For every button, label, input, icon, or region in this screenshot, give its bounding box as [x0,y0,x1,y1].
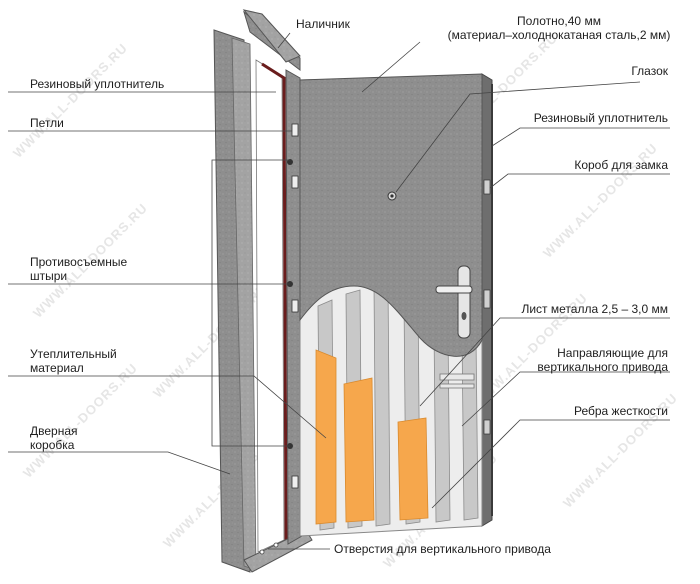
label-rubber-seal-left: Резиновый уплотнитель [30,77,165,91]
hinge-icon [291,175,299,189]
door-leaf [299,73,493,537]
label-frame-line1: Дверная [30,424,78,438]
door-handle-icon [435,265,473,339]
label-insulation: Утеплительный материал [30,347,117,375]
label-door-frame: Дверная коробка [30,424,78,452]
label-hinges: Петли [30,116,64,130]
insulation-material [315,349,429,525]
lock-box [483,179,491,435]
label-frame-line2: коробка [30,438,75,452]
leader-lines [8,32,670,550]
label-leaf-line2: (материал–холоднокатаная сталь,2 мм) [447,28,671,42]
label-guides-line2: вертикального привода [537,360,668,374]
front-steel-sheet [299,73,483,357]
label-anti-removal-pins: Противосъемные штыри [30,255,127,283]
hinge-icon [291,299,299,313]
label-insulation-line1: Утеплительный [30,347,117,361]
label-pins-line1: Противосъемные [30,255,128,269]
vertical-drive-guides [439,373,475,389]
label-stiffening-ribs: Ребра жесткости [573,404,668,418]
label-drive-holes: Отверстия для вертикального привода [334,542,551,556]
label-metal-sheet: Лист металла 2,5 – 3,0 мм [521,302,668,316]
rubber-seal-frame [261,62,288,541]
label-peephole: Глазок [631,64,668,78]
frame-inner-jamb [255,59,285,553]
label-guides-line1: Направляющие для [557,346,668,360]
label-lock-box: Короб для замка [574,158,668,172]
door-frame [213,9,313,573]
label-drive-guides: Направляющие для вертикального привода [500,346,668,374]
hinge-icon [291,123,299,137]
trim-nalichnik [242,9,301,63]
anti-removal-pin-icon [287,159,293,165]
door-leaf-edge [285,69,303,545]
label-insulation-line2: материал [30,361,84,375]
label-trim: Наличник [296,17,350,31]
label-leaf: Полотно,40 мм (материал–холоднокатаная с… [424,14,694,42]
label-pins-line2: штыри [30,269,68,283]
hinge-icon [291,475,299,489]
label-leaf-line1: Полотно,40 мм [517,14,601,28]
label-rubber-seal-right: Резиновый уплотнитель [533,111,668,125]
